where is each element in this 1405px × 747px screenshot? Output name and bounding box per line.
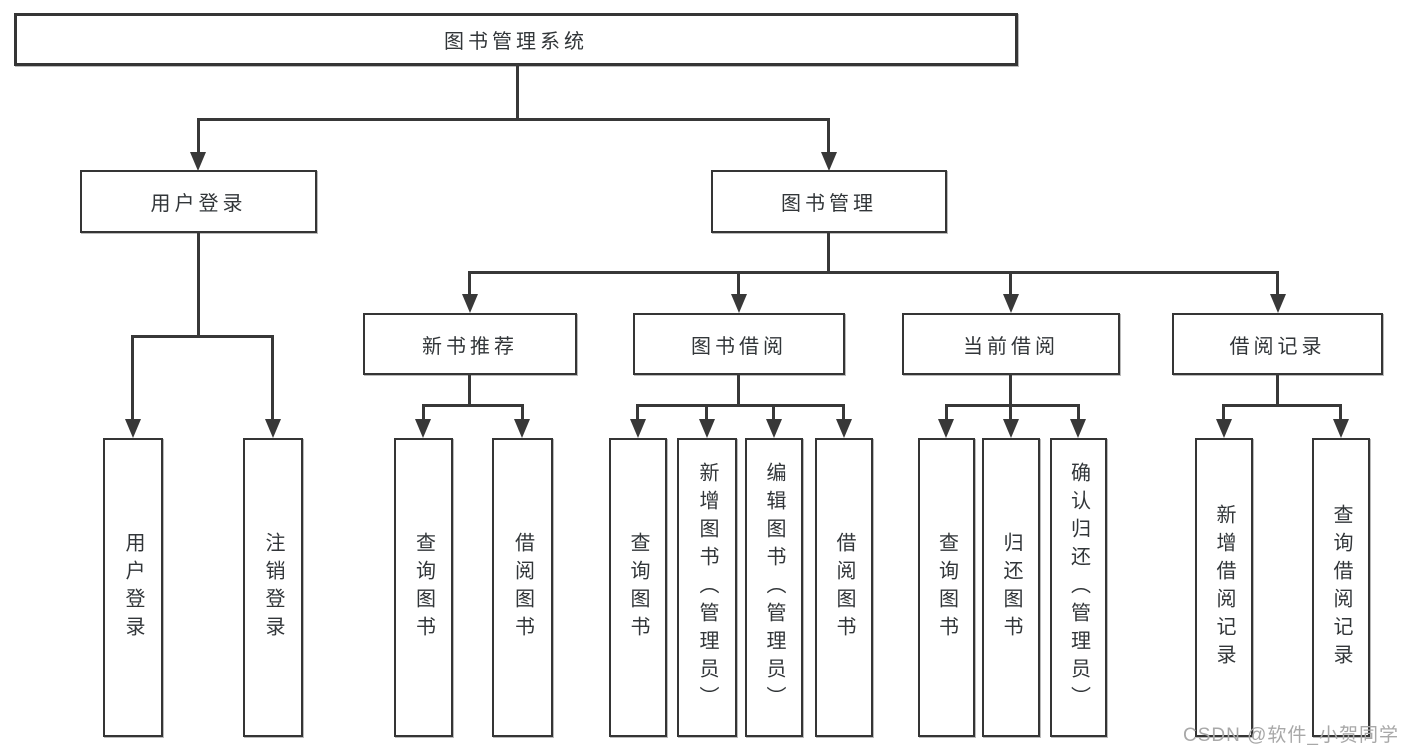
arrow-down-icon [938, 419, 954, 438]
connector-line [1276, 373, 1279, 407]
connector-line [636, 404, 639, 423]
connector-line [945, 404, 1080, 407]
leaf-current-return-books: 归还图书 [982, 438, 1040, 737]
connector-line [827, 231, 830, 274]
arrow-down-icon [265, 419, 281, 438]
connector-line [1339, 404, 1342, 423]
connector-line [271, 335, 274, 423]
arrow-down-icon [836, 419, 852, 438]
node-book-borrowing: 图书借阅 [633, 313, 845, 375]
connector-line [1222, 404, 1225, 423]
node-current-borrowing: 当前借阅 [902, 313, 1120, 375]
arrow-down-icon [125, 419, 141, 438]
connector-line [1276, 271, 1279, 298]
connector-line [1009, 271, 1012, 298]
connector-line [468, 271, 471, 298]
leaf-current-query-books: 查询图书 [918, 438, 975, 737]
connector-line [636, 404, 845, 407]
connector-line [422, 404, 425, 423]
connector-line [842, 404, 845, 423]
connector-line [1222, 404, 1342, 407]
connector-line [1077, 404, 1080, 423]
node-new-book-recommendation: 新书推荐 [363, 313, 577, 375]
connector-line [1009, 404, 1012, 423]
arrow-down-icon [1003, 294, 1019, 313]
leaf-borrowing-borrow-books: 借阅图书 [815, 438, 873, 737]
connector-line [737, 373, 740, 407]
connector-line [197, 118, 830, 121]
connector-line [197, 231, 200, 338]
arrow-down-icon [1003, 419, 1019, 438]
arrow-down-icon [1070, 419, 1086, 438]
leaf-borrowing-edit-books-admin: 编辑图书（管理员） [745, 438, 803, 737]
node-borrowing-records: 借阅记录 [1172, 313, 1383, 375]
connector-line [945, 404, 948, 423]
connector-line [131, 335, 134, 423]
csdn-watermark: CSDN @软件_小贺同学 [1183, 725, 1399, 746]
arrow-down-icon [514, 419, 530, 438]
arrow-down-icon [190, 152, 206, 171]
leaf-borrowing-add-books-admin: 新增图书（管理员） [677, 438, 737, 737]
leaf-records-add-borrow-record: 新增借阅记录 [1195, 438, 1253, 737]
arrow-down-icon [415, 419, 431, 438]
arrow-down-icon [731, 294, 747, 313]
connector-line [468, 271, 1279, 274]
connector-line [131, 335, 274, 338]
connector-line [737, 271, 740, 298]
node-book-management: 图书管理 [711, 170, 947, 233]
connector-line [521, 404, 524, 423]
connector-line [197, 118, 200, 156]
connector-line [516, 64, 519, 121]
arrow-down-icon [462, 294, 478, 313]
leaf-user-login: 用户登录 [103, 438, 163, 737]
connector-line [827, 118, 830, 156]
leaf-newbook-borrow-books: 借阅图书 [492, 438, 553, 737]
leaf-logout: 注销登录 [243, 438, 303, 737]
arrow-down-icon [630, 419, 646, 438]
connector-line [705, 404, 708, 423]
connector-line [422, 404, 524, 407]
leaf-current-confirm-return-admin: 确认归还（管理员） [1050, 438, 1107, 737]
node-library-management-system: 图书管理系统 [14, 13, 1018, 66]
arrow-down-icon [699, 419, 715, 438]
node-user-login: 用户登录 [80, 170, 317, 233]
leaf-borrowing-query-books: 查询图书 [609, 438, 667, 737]
arrow-down-icon [1333, 419, 1349, 438]
arrow-down-icon [1270, 294, 1286, 313]
arrow-down-icon [766, 419, 782, 438]
leaf-records-query-borrow-record: 查询借阅记录 [1312, 438, 1370, 737]
leaf-newbook-query-books: 查询图书 [394, 438, 453, 737]
connector-line [1009, 373, 1012, 407]
connector-line [468, 373, 471, 407]
connector-line [772, 404, 775, 423]
arrow-down-icon [821, 152, 837, 171]
arrow-down-icon [1216, 419, 1232, 438]
